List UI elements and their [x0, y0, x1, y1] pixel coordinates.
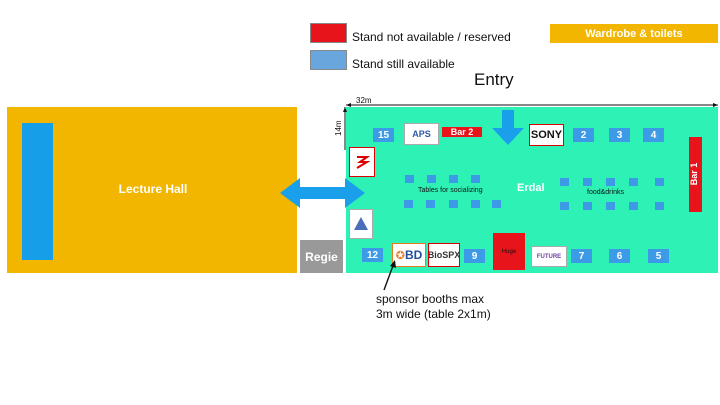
sponsor-left-bottom-icon — [354, 217, 368, 230]
dimension-width: 32m — [356, 96, 372, 105]
table — [449, 200, 458, 208]
table — [655, 202, 664, 210]
table — [629, 178, 638, 186]
double-arrow-icon — [280, 178, 365, 208]
legend-swatch-reserved — [310, 23, 347, 43]
sponsor-logo-sony: SONY — [529, 124, 564, 146]
sponsor-logo-left-bottom — [349, 209, 373, 239]
table — [583, 178, 592, 186]
table — [427, 175, 436, 183]
sponsor-logo-left-top — [349, 147, 375, 177]
legend-swatch-available — [310, 50, 347, 70]
table — [655, 178, 664, 186]
sponsor-note: sponsor booths max 3m wide (table 2x1m) — [376, 292, 491, 322]
legend-label-available: Stand still available — [352, 57, 455, 71]
table — [606, 178, 615, 186]
table — [583, 202, 592, 210]
entry-arrow-icon — [492, 110, 524, 145]
table — [492, 200, 501, 208]
stand-5: 5 — [648, 249, 669, 263]
table — [404, 200, 413, 208]
regie-box: Regie — [300, 240, 343, 273]
bd-mark-icon: ✪ — [395, 249, 405, 262]
table — [560, 202, 569, 210]
sponsor-logo-bd: ✪BD — [392, 243, 426, 267]
stand-4: 4 — [643, 128, 664, 142]
sponsor-aps-text: APS — [412, 129, 431, 139]
erdal-label: Erdal — [517, 182, 545, 194]
stand-7: 7 — [571, 249, 592, 263]
table — [560, 178, 569, 186]
dimension-height: 14m — [334, 120, 343, 136]
sponsor-logo-future: FUTURE — [531, 246, 567, 267]
sponsor-huge-text: Huge — [501, 248, 517, 255]
food-drinks-label: food&drinks — [587, 189, 624, 196]
table — [426, 200, 435, 208]
tables-label: Tables for socializing — [418, 187, 483, 194]
stand-3: 3 — [609, 128, 630, 142]
stand-2: 2 — [573, 128, 594, 142]
sponsor-logo-biospx: BioSPX — [428, 243, 460, 267]
lecture-hall-screen — [22, 123, 53, 260]
table — [606, 202, 615, 210]
dimension-lines — [343, 103, 718, 150]
sponsor-note-line1: sponsor booths max — [376, 292, 485, 306]
sponsor-future-text: FUTURE — [536, 253, 562, 260]
sponsor-note-line2: 3m wide (table 2x1m) — [376, 307, 491, 321]
lecture-hall-label: Lecture Hall — [118, 182, 188, 196]
table — [629, 202, 638, 210]
lecture-hall-area — [7, 107, 297, 273]
bar-2: Bar 2 — [442, 127, 482, 137]
sponsor-logo-aps: APS — [404, 123, 439, 145]
sponsor-sony-text: SONY — [530, 129, 563, 141]
bar-1 — [689, 137, 702, 212]
stand-9: 9 — [464, 249, 485, 263]
sponsor-huge: Huge — [493, 233, 525, 270]
sponsor-biospx-text: BioSPX — [428, 250, 460, 260]
table — [449, 175, 458, 183]
sponsor-left-top-icon — [356, 156, 370, 169]
note-arrow-icon — [383, 260, 396, 291]
bar-1-label: Bar 1 — [689, 162, 699, 186]
sponsor-bd-text: BD — [404, 248, 423, 262]
entry-label: Entry — [474, 70, 514, 89]
stand-15: 15 — [373, 128, 394, 142]
stand-6: 6 — [609, 249, 630, 263]
table — [405, 175, 414, 183]
legend-wardrobe: Wardrobe & toilets — [550, 24, 718, 43]
table — [471, 175, 480, 183]
legend-label-reserved: Stand not available / reserved — [352, 30, 511, 44]
table — [471, 200, 480, 208]
stand-12: 12 — [362, 248, 383, 262]
